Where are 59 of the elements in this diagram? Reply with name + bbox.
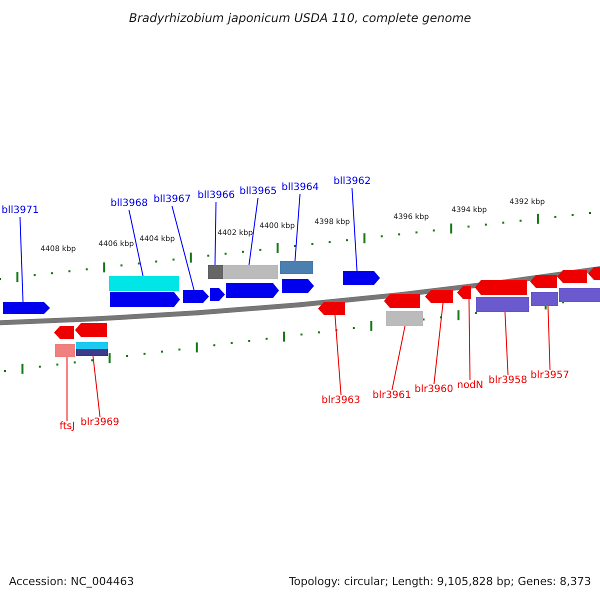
gene-shape: [475, 280, 527, 295]
gene-shape: [384, 294, 420, 308]
feature-block: [55, 344, 75, 357]
leader-line: [128, 210, 144, 276]
gene-shape: [343, 271, 380, 285]
gene-label: bll3967: [154, 195, 191, 205]
feature-block: [76, 349, 108, 356]
gene-shape: [457, 286, 471, 299]
gene-label: blr3958: [488, 376, 528, 386]
feature-block: [208, 265, 223, 279]
feature-block: [109, 276, 179, 291]
leader-line: [66, 356, 68, 422]
gene-shape: [318, 302, 345, 315]
gene-label: ftsJ: [60, 422, 75, 432]
gene-label: nodN: [457, 381, 484, 391]
gene-shape: [282, 279, 314, 293]
genome-info-text: Topology: circular; Length: 9,105,828 bp; Genes: 8,373: [289, 576, 592, 587]
leader-line: [352, 188, 358, 272]
leader-line: [334, 314, 342, 396]
gene-shape: [54, 326, 74, 339]
leader-line: [468, 298, 470, 380]
gene-shape: [183, 290, 209, 303]
feature-block: [386, 311, 423, 326]
leader-line: [392, 326, 406, 390]
gene-label: blr3969: [80, 418, 120, 428]
gene-shape: [210, 288, 225, 301]
leader-line: [548, 306, 550, 370]
leader-line: [214, 202, 216, 266]
gene-label: bll3962: [334, 177, 371, 187]
leader-line: [504, 312, 508, 376]
gene-label: blr3961: [372, 391, 412, 401]
gene-shape: [530, 275, 557, 288]
feature-block: [531, 292, 558, 306]
feature-block: [223, 265, 278, 279]
gene-label: bll3971: [2, 206, 39, 216]
leader-line: [248, 198, 258, 266]
gene-shape: [425, 290, 453, 303]
feature-block: [559, 288, 600, 302]
gene-label: bll3964: [282, 183, 319, 193]
gene-shape: [588, 267, 600, 280]
gene-label: blr3963: [322, 396, 360, 406]
gene-label: blr3957: [530, 371, 570, 381]
leader-line: [172, 206, 194, 290]
accession-text: Accession: NC_004463: [9, 576, 134, 587]
feature-block: [476, 297, 529, 312]
gene-shape: [110, 292, 180, 307]
leader-line: [92, 356, 100, 418]
leader-line: [20, 216, 24, 302]
leader-line: [294, 194, 300, 262]
feature-block: [76, 342, 108, 349]
gene-label: bll3966: [198, 191, 235, 201]
genome-title: Bradyrhizobium japonicum USDA 110, complete genome: [129, 12, 472, 24]
gene-label: bll3965: [240, 187, 277, 197]
gene-label: blr3960: [414, 385, 454, 395]
leader-line: [434, 302, 444, 384]
gene-shape: [75, 323, 107, 337]
gene-label: bll3968: [110, 199, 148, 209]
feature-block: [280, 261, 313, 274]
gene-shape: [3, 302, 50, 314]
